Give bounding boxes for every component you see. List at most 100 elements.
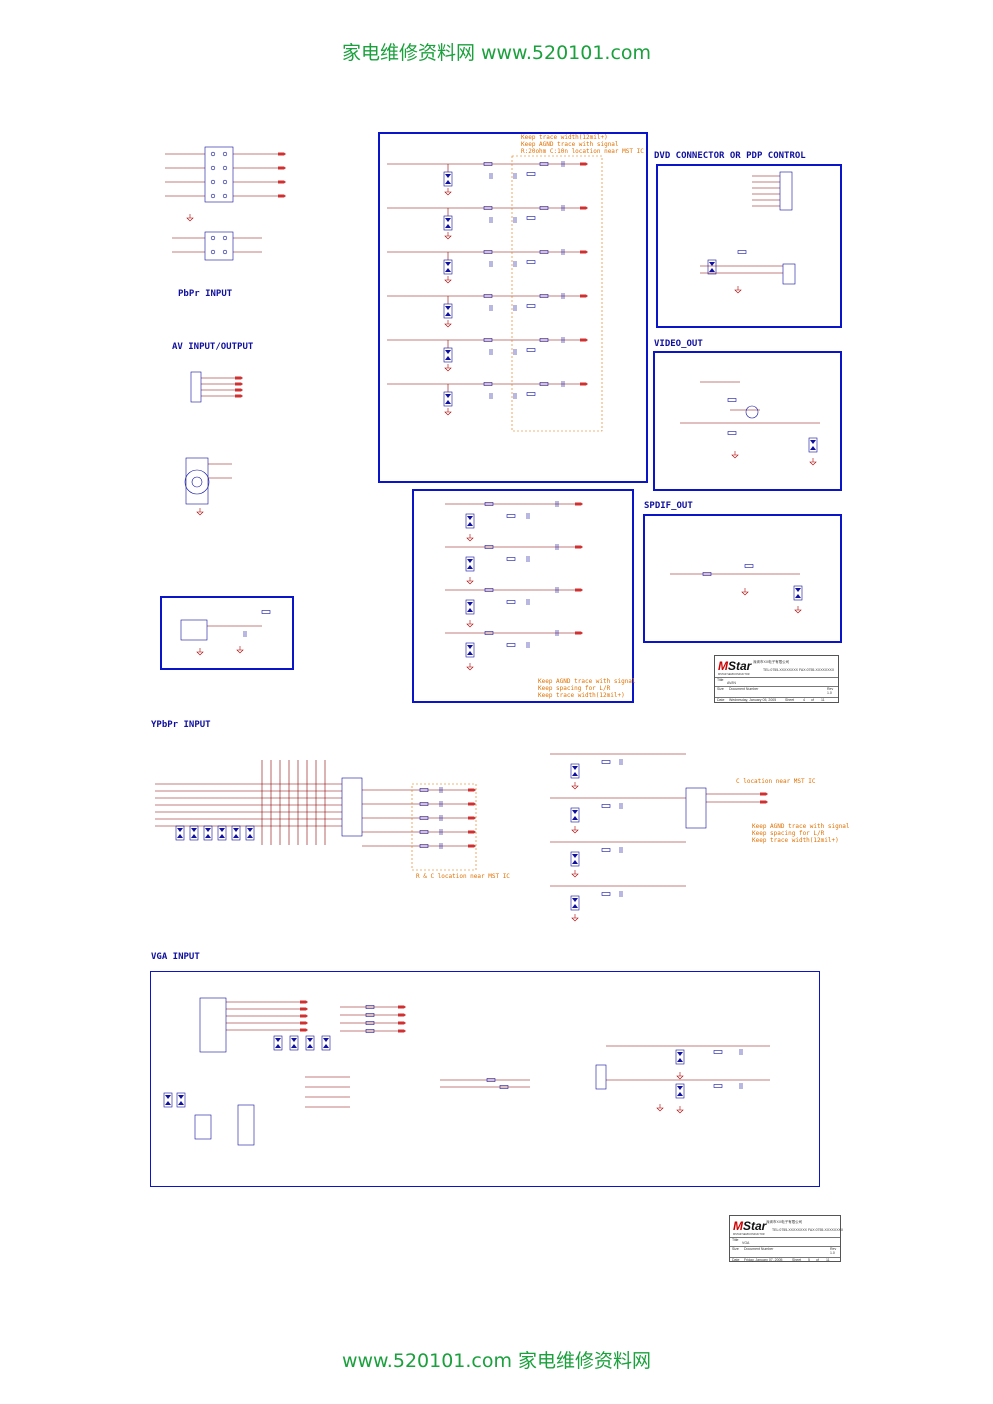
layout-hint-region: [411, 783, 477, 871]
diode-package: [289, 1035, 299, 1051]
resistor: [526, 172, 536, 176]
ground-symbol: [731, 454, 739, 459]
diode-package: [176, 1092, 186, 1108]
size-label: Size: [717, 687, 724, 691]
diode: [233, 828, 239, 832]
note-line: Keep trace width(12mil+): [538, 692, 625, 699]
diode: [467, 602, 473, 606]
resistor: [483, 162, 493, 166]
rev-value: 1.0: [830, 1251, 835, 1255]
component-body: [595, 1064, 607, 1090]
diode: [445, 350, 451, 354]
sheet-label: Sheet: [785, 698, 795, 702]
note-line: R:20ohm C:10n location near MST IC: [521, 148, 644, 155]
diode: [572, 766, 578, 770]
diode-package: [321, 1035, 331, 1051]
pin: [210, 179, 216, 185]
net-tag: [575, 545, 583, 549]
diode: [572, 816, 578, 820]
net-tag: [580, 250, 588, 254]
net-tag: [580, 382, 588, 386]
diode-package: [273, 1035, 283, 1051]
of-value: 11: [821, 698, 825, 702]
diode: [467, 565, 473, 569]
diode: [247, 834, 253, 838]
pin: [210, 151, 216, 157]
components: [163, 146, 818, 1146]
mstar-logo: MStar: [733, 1219, 767, 1233]
diode: [291, 1044, 297, 1048]
diode: [572, 898, 578, 902]
ground-symbol: [656, 1107, 664, 1112]
diode-package: [465, 599, 475, 615]
diode-package: [443, 347, 453, 363]
pin: [222, 249, 228, 255]
component-body: [199, 997, 227, 1053]
title-label: Title: [732, 1238, 739, 1242]
resistor: [483, 294, 493, 298]
resistor: [506, 643, 516, 647]
resistor: [484, 588, 494, 592]
resistor: [526, 216, 536, 220]
diode: [467, 522, 473, 526]
net-tag: [575, 502, 583, 506]
diode: [572, 854, 578, 858]
note-c-location: C location near MST IC: [736, 778, 816, 785]
ground-symbol: [676, 1075, 684, 1080]
resistor: [744, 564, 754, 568]
of-label: of: [816, 1258, 819, 1262]
component-body: [204, 231, 234, 261]
resistor: [526, 260, 536, 264]
diode-package: [443, 303, 453, 319]
diode: [205, 828, 211, 832]
spdif-connector-box: [160, 596, 294, 670]
note-line: Keep trace width(12mil+): [521, 134, 608, 141]
section-pbpr-input: PbPr INPUT: [178, 289, 233, 299]
net-tag: [235, 376, 243, 380]
note-rc-location: R & C location near MST IC: [416, 873, 510, 880]
resistor: [601, 760, 611, 764]
net-tag: [580, 162, 588, 166]
diode: [467, 645, 473, 649]
resistor: [526, 392, 536, 396]
diode: [165, 1095, 171, 1099]
resistor: [539, 162, 549, 166]
ground-symbol: [794, 609, 802, 614]
diode: [275, 1044, 281, 1048]
resistor: [365, 1005, 375, 1009]
company-name: 深圳市XX电子有限公司: [766, 1220, 803, 1224]
diode: [307, 1044, 313, 1048]
date-label: Date: [732, 1258, 740, 1262]
pin: [222, 151, 228, 157]
diode: [177, 828, 183, 832]
diode: [205, 834, 211, 838]
logo-tagline: MSTAR SEMICONDUCTOR: [718, 673, 750, 676]
diode-package: [443, 259, 453, 275]
tvs-diodes: [165, 174, 816, 1105]
component-body: [782, 263, 796, 285]
resistor: [483, 338, 493, 342]
resistor: [484, 545, 494, 549]
diode-package: [570, 851, 580, 867]
pin: [222, 165, 228, 171]
diode-package: [793, 585, 803, 601]
net-tag: [468, 830, 476, 834]
note-line: Keep spacing for L/R: [538, 685, 611, 692]
resistor: [713, 1084, 723, 1088]
resistor: [727, 431, 737, 435]
ground-symbol: [444, 191, 452, 196]
ground-symbol: [571, 829, 579, 834]
net-tag: [398, 1005, 406, 1009]
dvd-connector-box: [656, 164, 842, 328]
diode: [467, 559, 473, 563]
net-tag: [235, 394, 243, 398]
company-name: 深圳市XX电子有限公司: [753, 660, 790, 664]
ground-symbol: [734, 289, 742, 294]
resistor: [499, 1085, 509, 1089]
note-audio-block: Keep AGND trace with signal Keep spacing…: [538, 678, 636, 699]
ground-symbols: [186, 188, 817, 1114]
resistor: [419, 816, 429, 820]
diode: [291, 1038, 297, 1042]
vga-input-box: [150, 971, 820, 1187]
